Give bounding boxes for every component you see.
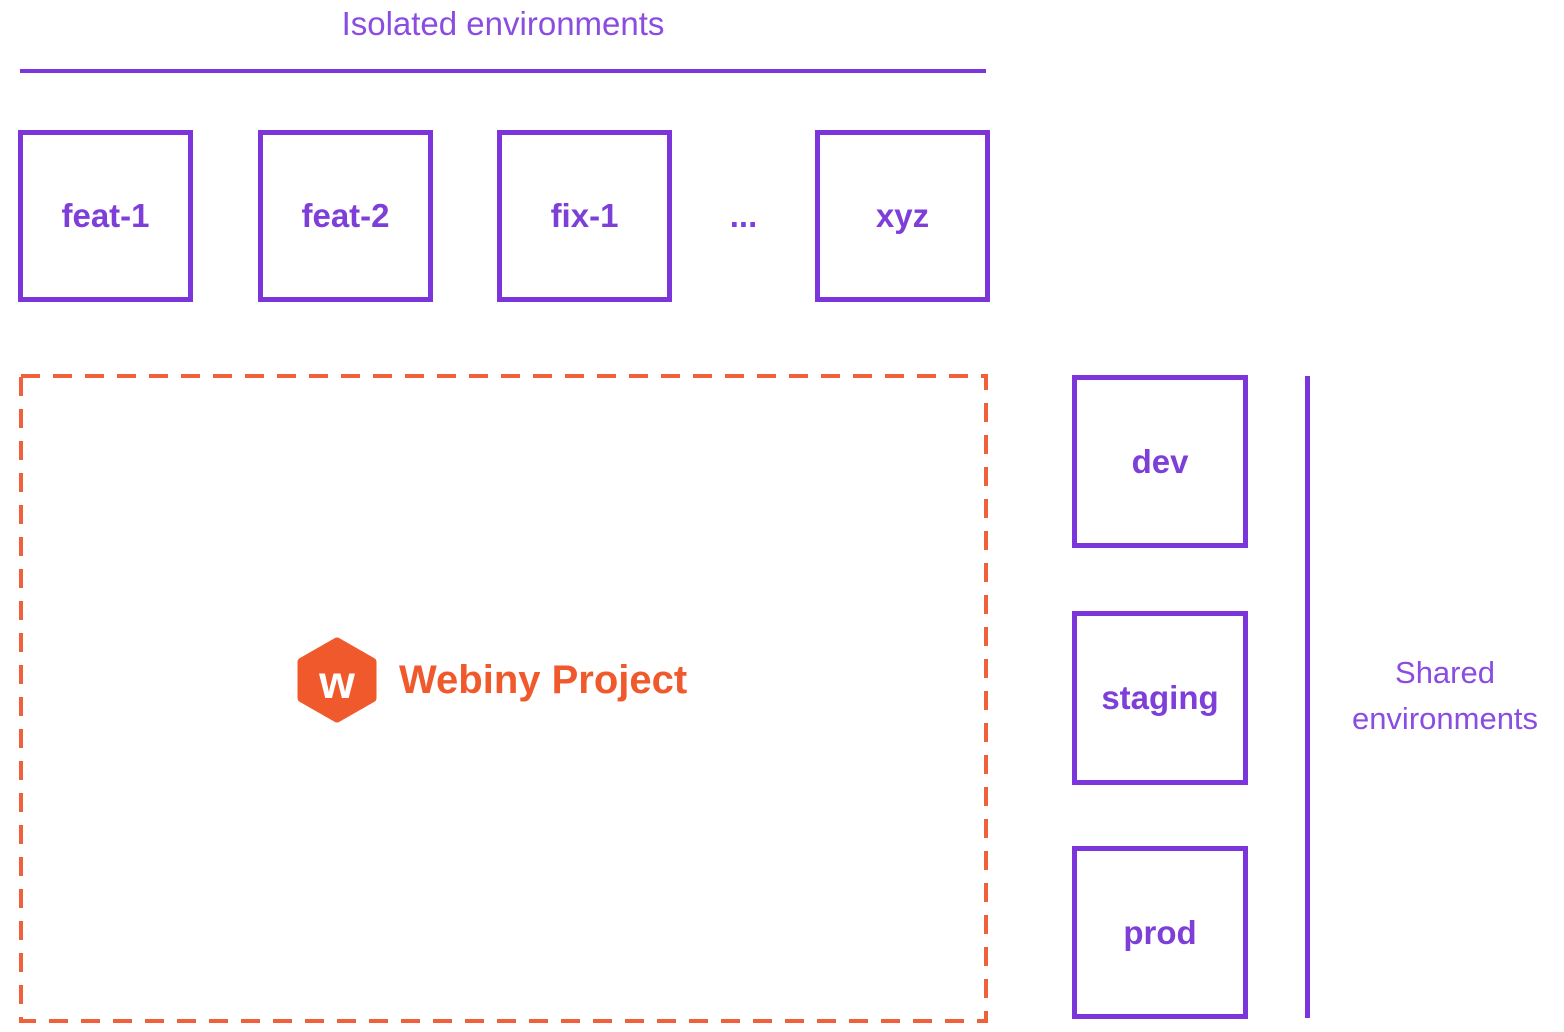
isolated-env-label: fix-1	[550, 197, 619, 234]
isolated-env-box-feat-2: feat-2	[258, 130, 433, 302]
shared-env-label: dev	[1131, 442, 1189, 480]
webiny-project-frame	[19, 374, 988, 1023]
shared-env-label: staging	[1101, 679, 1219, 716]
svg-text:w: w	[318, 656, 355, 708]
shared-env-box-prod: prod	[1072, 846, 1248, 1019]
shared-environments-title: Shared environments	[1351, 655, 1539, 736]
webiny-brand: w Webiny Project	[297, 636, 687, 724]
webiny-hexagon-icon: w	[297, 637, 377, 723]
shared-env-label: prod	[1123, 913, 1197, 951]
shared-env-box-staging: staging	[1072, 611, 1248, 785]
isolated-env-label: feat-2	[301, 197, 390, 234]
isolated-env-ellipsis: ...	[729, 197, 758, 234]
shared-env-box-dev: dev	[1072, 375, 1248, 548]
isolated-environments-title: Isolated environments	[341, 5, 665, 42]
isolated-env-label: feat-1	[61, 197, 150, 234]
webiny-project-title: Webiny Project	[399, 657, 688, 702]
shared-environments-divider	[1305, 376, 1310, 1018]
isolated-env-box-fix-1: fix-1	[497, 130, 672, 302]
isolated-env-label: xyz	[875, 197, 930, 234]
isolated-env-box-feat-1: feat-1	[18, 130, 193, 302]
dashed-border	[19, 374, 988, 1023]
isolated-env-box-xyz: xyz	[815, 130, 990, 302]
isolated-environments-divider	[20, 69, 986, 73]
